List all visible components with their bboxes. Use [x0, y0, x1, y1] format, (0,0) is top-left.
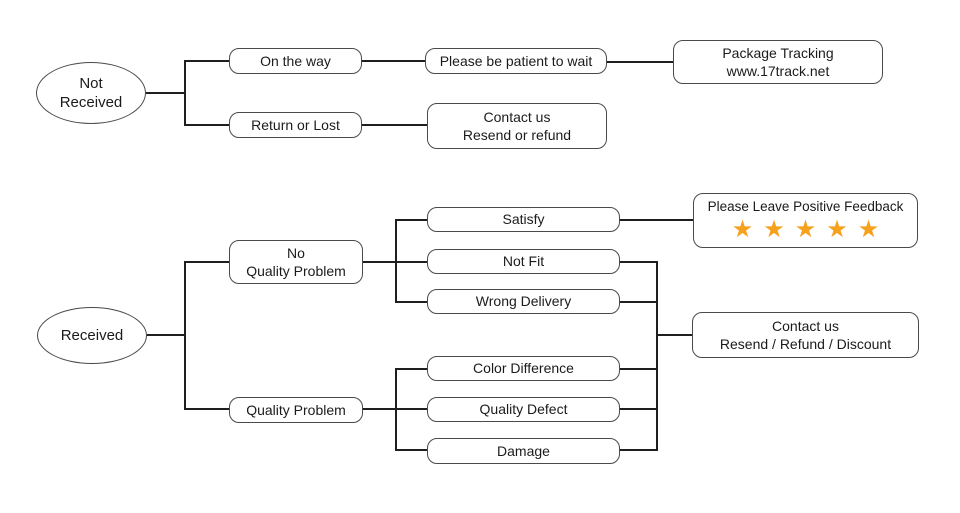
node-label: Return or Lost	[251, 116, 340, 133]
connector	[184, 408, 229, 410]
connector	[620, 368, 657, 370]
connector	[395, 368, 427, 370]
connector	[184, 60, 186, 125]
connector	[395, 219, 427, 221]
node-label: Damage	[497, 442, 550, 459]
connector	[620, 261, 657, 263]
node-received: Received	[37, 307, 147, 364]
node-label: Contact us	[772, 317, 839, 334]
node-label: Quality Defect	[479, 401, 568, 418]
connector	[362, 124, 427, 126]
connector	[146, 92, 185, 94]
connector	[363, 261, 396, 263]
connector	[363, 408, 396, 410]
node-label: Received	[60, 326, 124, 344]
node-label: Satisfy	[502, 211, 545, 228]
node-package-tracking: Package Tracking www.17track.net	[673, 40, 883, 84]
connector	[656, 261, 658, 451]
node-quality-problem: Quality Problem	[229, 397, 363, 423]
connector	[184, 261, 229, 263]
connector	[620, 301, 657, 303]
node-no-quality-problem: No Quality Problem	[229, 240, 363, 284]
node-label: On the way	[260, 52, 331, 69]
node-quality-defect: Quality Defect	[427, 397, 620, 422]
connector	[395, 301, 427, 303]
connector	[184, 261, 186, 409]
five-star-rating-icon: ★★★★★	[731, 215, 890, 243]
node-please-be-patient: Please be patient to wait	[425, 48, 607, 74]
connector	[184, 60, 229, 62]
connector	[656, 334, 692, 336]
tracking-url: www.17track.net	[726, 63, 830, 79]
connector	[395, 408, 427, 410]
connector	[147, 334, 185, 336]
node-color-difference: Color Difference	[427, 356, 620, 381]
node-on-the-way: On the way	[229, 48, 362, 74]
node-label: Not	[79, 74, 103, 92]
node-damage: Damage	[427, 438, 620, 464]
connector	[620, 408, 657, 410]
connector	[362, 60, 425, 62]
connector	[395, 261, 427, 263]
node-label: Please Leave Positive Feedback	[707, 199, 904, 215]
node-label: Not Fit	[502, 253, 545, 270]
node-label: Received	[59, 94, 123, 111]
node-label: Contact us	[483, 108, 551, 125]
node-label: Color Difference	[473, 360, 574, 377]
connector	[620, 449, 657, 451]
node-label: No	[287, 244, 305, 261]
node-label: Resend or refund	[462, 127, 572, 143]
node-return-or-lost: Return or Lost	[229, 112, 362, 138]
connector	[620, 219, 693, 221]
node-positive-feedback: Please Leave Positive Feedback ★★★★★	[693, 193, 918, 248]
node-wrong-delivery: Wrong Delivery	[427, 289, 620, 314]
node-label: Quality Problem	[246, 401, 346, 418]
node-not-fit: Not Fit	[427, 249, 620, 274]
node-label: Resend / Refund / Discount	[719, 336, 892, 352]
connector	[395, 449, 427, 451]
node-contact-resend-refund: Contact us Resend or refund	[427, 103, 607, 149]
node-label: Wrong Delivery	[475, 293, 572, 310]
node-label: Package Tracking	[722, 44, 834, 61]
node-contact-resend-refund-discount: Contact us Resend / Refund / Discount	[692, 312, 919, 358]
node-not-received: Not Received	[36, 62, 146, 124]
connector	[184, 124, 229, 126]
node-label: Quality Problem	[246, 263, 346, 279]
node-label: Please be patient to wait	[439, 52, 593, 69]
node-satisfy: Satisfy	[427, 207, 620, 232]
connector	[607, 61, 673, 63]
